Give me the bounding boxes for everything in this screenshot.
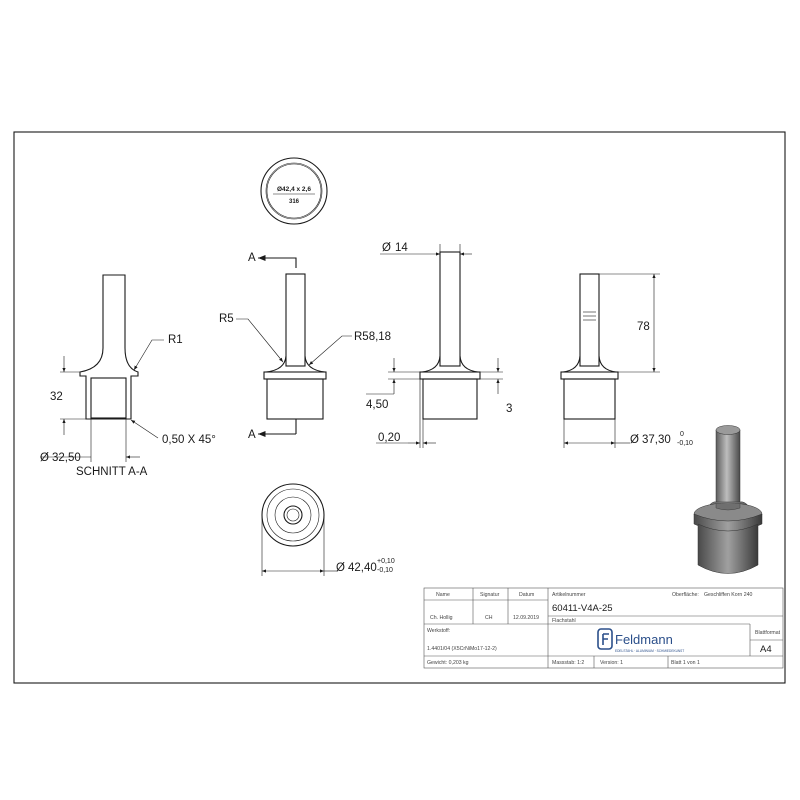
dim-32-50-label: 32,50: [52, 452, 81, 464]
dim-dia37-symbol: Ø: [630, 434, 639, 446]
side-view-height: 78 Ø 37,30 0 -0,10: [560, 273, 693, 448]
dim-14-label: 14: [395, 242, 408, 254]
tb-material-label: Werkstoff:: [427, 628, 450, 634]
tb-col-name: Name: [436, 592, 450, 598]
dim-42-40-label: 42,40: [348, 562, 377, 574]
tb-surface-value: Geschliffen Korn 240: [704, 592, 752, 598]
dim-32-label: 32: [50, 391, 63, 403]
dim-42-tol-lower: -0,10: [377, 567, 393, 574]
tb-drawn-name: Ch. Hollig: [430, 615, 453, 621]
isometric-render: [693, 425, 763, 574]
tb-sheet: Blatt 1 von 1: [671, 660, 700, 666]
feldmann-logo: Feldmann EDELSTAHL · ALUMINIUM · SCHMIED…: [597, 628, 684, 653]
tb-article-label: Artikelnummer: [552, 592, 586, 598]
dim-r1-label: R1: [168, 334, 183, 346]
tb-col-signature: Signatur: [480, 592, 500, 598]
dim-78-label: 78: [637, 321, 650, 333]
dim-chamfer-label: 0,50 X 45°: [162, 434, 216, 446]
top-view-engraving: Ø42,4 x 2,6 316: [260, 157, 328, 225]
tb-article-number: 60411-V4A-25: [552, 603, 613, 614]
tb-surface-label: Oberfläche:: [672, 592, 699, 598]
section-title: SCHNITT A-A: [76, 466, 148, 478]
front-view-section-marks: A A R5 R58,18: [219, 252, 391, 441]
dim-37-30-label: 37,30: [642, 434, 671, 446]
tb-scale: Massstab: 1:2: [552, 660, 584, 666]
sheet-border: [13, 131, 786, 684]
dim-dia42-symbol: Ø: [336, 562, 345, 574]
dim-dia-symbol: Ø: [40, 452, 49, 464]
title-block: Name Signatur Datum Ch. Hollig CH 12.09.…: [423, 587, 784, 669]
tb-title-label: Flachstahl: [552, 618, 576, 624]
brand-tagline: EDELSTAHL · ALUMINIUM · SCHMIEDEKUNST: [615, 649, 684, 653]
dim-37-tol-lower: -0,10: [677, 440, 693, 447]
dim-4-50-label: 4,50: [366, 399, 388, 411]
engraving-line-2: 316: [289, 199, 300, 205]
dim-dia14-symbol: Ø: [382, 242, 391, 254]
dim-r5-label: R5: [219, 313, 234, 325]
section-mark-a-top: A: [248, 252, 256, 264]
tb-drawn-sig: CH: [485, 615, 493, 621]
dim-42-tol-upper: +0,10: [377, 558, 395, 565]
tb-weight: Gewicht: 0,203 kg: [427, 660, 469, 666]
dim-37-tol-upper: 0: [680, 431, 684, 438]
tb-version: Version: 1: [600, 660, 623, 666]
dim-0-20-label: 0,20: [378, 432, 400, 444]
tb-material-value: 1.4401/04 (X5CrNiMo17-12-2): [427, 646, 497, 652]
tb-sheet-format: A4: [760, 644, 772, 655]
dim-3-label: 3: [506, 403, 512, 415]
engraving-line-1: Ø42,4 x 2,6: [277, 186, 311, 193]
side-view-dims: Ø 14 4,50 3 0,20: [366, 242, 512, 448]
dim-r58-label: R58,18: [354, 331, 391, 343]
tb-col-date: Datum: [519, 592, 534, 598]
section-view-a-a: 32 R1 0,50 X 45° Ø 32,50 SCHNITT A-A: [40, 274, 216, 478]
tb-drawn-date: 12.09.2019: [513, 615, 539, 621]
brand-name: Feldmann: [615, 632, 673, 647]
section-mark-a-bottom: A: [248, 429, 256, 441]
bottom-view: Ø 42,40 +0,10 -0,10: [261, 483, 395, 576]
tb-sheet-format-label: Blattformat: [755, 630, 781, 636]
